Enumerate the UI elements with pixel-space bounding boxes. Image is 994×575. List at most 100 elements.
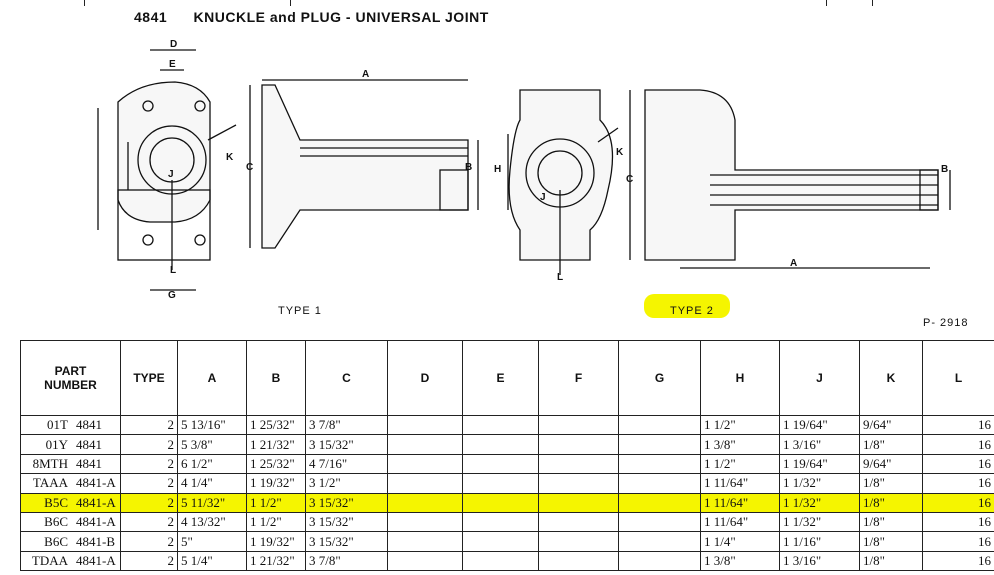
col-header-a: A bbox=[177, 340, 247, 416]
part-code: 4841 bbox=[134, 9, 168, 25]
dim-e-cell bbox=[462, 434, 539, 455]
type-cell: 2 bbox=[120, 551, 178, 572]
col-header-g: G bbox=[618, 340, 701, 416]
svg-text:L: L bbox=[170, 265, 176, 276]
type-cell: 2 bbox=[120, 473, 178, 494]
dim-c-cell: 3 1/2" bbox=[305, 473, 388, 494]
part-base: 4841-A bbox=[76, 514, 116, 530]
svg-text:D: D bbox=[170, 39, 177, 50]
dim-d-cell bbox=[387, 473, 463, 494]
part-prefix: B5C bbox=[44, 494, 68, 510]
type2-end-view: H L J K bbox=[494, 89, 624, 283]
dim-c-cell: 3 15/32" bbox=[305, 512, 388, 533]
dim-b-cell: 1 19/32" bbox=[246, 473, 306, 494]
dim-b-cell: 1 1/2" bbox=[246, 512, 306, 533]
type2-highlight-mark bbox=[644, 294, 730, 318]
svg-text:B: B bbox=[465, 162, 472, 173]
dim-e-cell bbox=[462, 454, 539, 475]
part-base: 4841 bbox=[76, 436, 102, 452]
dim-d-cell bbox=[387, 551, 463, 572]
page-header: 4841 KNUCKLE and PLUG - UNIVERSAL JOINT bbox=[134, 9, 489, 25]
dim-a-cell: 4 1/4" bbox=[177, 473, 247, 494]
part-prefix: B6C bbox=[44, 514, 68, 530]
col-header-e: E bbox=[462, 340, 539, 416]
part-prefix: 01T bbox=[47, 417, 68, 433]
col-header-f: F bbox=[538, 340, 619, 416]
dim-h-cell: 1 3/8" bbox=[700, 551, 780, 572]
dim-e-cell bbox=[462, 473, 539, 494]
dim-e-cell bbox=[462, 512, 539, 533]
col-header-j: J bbox=[779, 340, 860, 416]
dim-g-cell bbox=[618, 531, 701, 552]
dim-c-cell: 3 15/32" bbox=[305, 434, 388, 455]
dim-f-cell bbox=[538, 434, 619, 455]
dim-d-cell bbox=[387, 415, 463, 436]
dim-c-cell: 3 15/32" bbox=[305, 493, 388, 513]
dim-l-cell: 16 bbox=[922, 493, 994, 513]
col-header-c: C bbox=[305, 340, 388, 416]
part-base: 4841-A bbox=[76, 494, 116, 510]
dim-f-cell bbox=[538, 415, 619, 436]
dim-b-cell: 1 21/32" bbox=[246, 551, 306, 572]
svg-text:A: A bbox=[790, 258, 797, 269]
part-base: 4841-A bbox=[76, 552, 116, 568]
dim-e-cell bbox=[462, 493, 539, 513]
part-prefix: TAAA bbox=[32, 475, 68, 491]
top-rule-tick bbox=[84, 0, 85, 6]
dim-g-cell bbox=[618, 415, 701, 436]
dim-k-cell: 1/8" bbox=[859, 434, 923, 455]
dim-d-cell bbox=[387, 531, 463, 552]
part-number-cell: B6C 4841-A bbox=[20, 512, 121, 533]
figure-reference: P- 2918 bbox=[923, 317, 969, 329]
type-cell: 2 bbox=[120, 531, 178, 552]
col-header-b: B bbox=[246, 340, 306, 416]
dim-l-cell: 16 bbox=[922, 551, 994, 572]
dim-j-cell: 1 3/16" bbox=[779, 434, 860, 455]
col-header-h: H bbox=[700, 340, 780, 416]
dim-l-cell: 16 bbox=[922, 512, 994, 533]
dim-k-cell: 1/8" bbox=[859, 531, 923, 552]
dim-g-cell bbox=[618, 473, 701, 494]
part-base: 4841-B bbox=[76, 533, 115, 549]
dim-h-cell: 1 11/64" bbox=[700, 493, 780, 513]
svg-text:J: J bbox=[540, 192, 546, 203]
dim-k-cell: 9/64" bbox=[859, 454, 923, 475]
type1-side-view: A C B bbox=[246, 69, 479, 249]
dim-c-cell: 3 15/32" bbox=[305, 531, 388, 552]
dim-b-cell: 1 1/2" bbox=[246, 493, 306, 513]
dim-h-cell: 1 11/64" bbox=[700, 512, 780, 533]
type-cell: 2 bbox=[120, 493, 178, 513]
dim-g-cell bbox=[618, 434, 701, 455]
dim-b-cell: 1 19/32" bbox=[246, 531, 306, 552]
dim-k-cell: 1/8" bbox=[859, 551, 923, 572]
dim-j-cell: 1 1/32" bbox=[779, 493, 860, 513]
dim-l-cell: 16 bbox=[922, 473, 994, 494]
top-rule-tick bbox=[826, 0, 827, 6]
universal-joint-drawing: D E G L J K A C B bbox=[97, 39, 951, 301]
dim-j-cell: 1 19/64" bbox=[779, 454, 860, 475]
svg-text:B: B bbox=[941, 164, 948, 175]
dim-a-cell: 5 13/16" bbox=[177, 415, 247, 436]
dim-j-cell: 1 1/32" bbox=[779, 512, 860, 533]
svg-text:C: C bbox=[246, 162, 253, 173]
col-header-k: K bbox=[859, 340, 923, 416]
dim-d-cell bbox=[387, 434, 463, 455]
dim-h-cell: 1 1/2" bbox=[700, 415, 780, 436]
dim-g-cell bbox=[618, 454, 701, 475]
svg-text:L: L bbox=[557, 272, 563, 283]
dim-l-cell: 16 bbox=[922, 454, 994, 475]
